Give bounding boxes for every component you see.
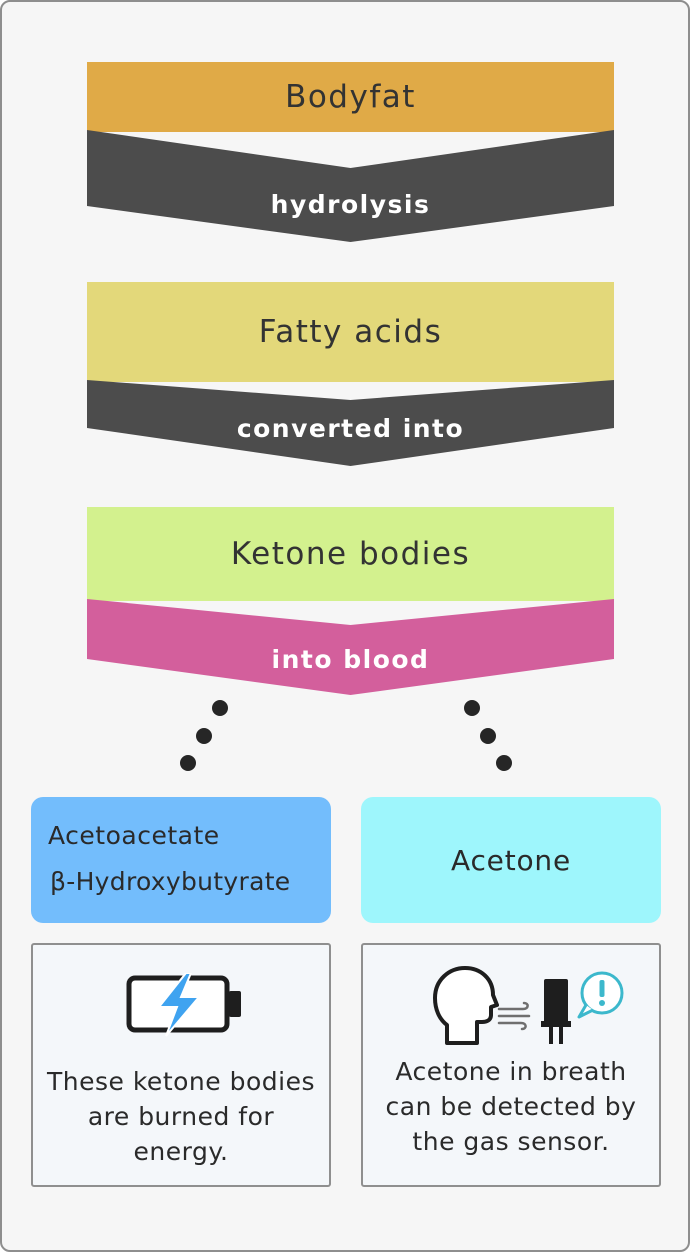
breath-info-panel: Acetone in breath can be detected by the… xyxy=(361,943,661,1187)
energy-description-line-3: energy. xyxy=(133,1137,229,1166)
stage-bodyfat: Bodyfat hydrolysis xyxy=(87,62,614,244)
stage-fatty-acids-arrow-label: converted into xyxy=(236,414,465,443)
stage-bodyfat-arrow-label: hydrolysis xyxy=(270,190,431,219)
ketone-type-hydroxybutyrate: β-Hydroxybutyrate xyxy=(50,867,291,896)
connector-dot-right-2 xyxy=(480,728,496,744)
head-profile-icon xyxy=(433,966,499,1045)
energy-description: These ketone bodies are burned for energ… xyxy=(33,1064,329,1169)
connector-dot-left-2 xyxy=(196,728,212,744)
stage-bodyfat-band: Bodyfat xyxy=(87,62,614,132)
stage-fatty-acids-label: Fatty acids xyxy=(258,314,443,350)
stage-fatty-acids-arrow xyxy=(87,380,614,466)
stage-fatty-acids-band: Fatty acids xyxy=(87,282,614,382)
energy-description-line-1: These ketone bodies xyxy=(47,1067,315,1096)
connector-dot-right-1 xyxy=(464,700,480,716)
gas-sensor-icon xyxy=(541,979,571,1044)
breath-description-line-2: can be detected by xyxy=(385,1092,637,1121)
stage-ketone-bodies-band: Ketone bodies xyxy=(87,507,614,601)
breath-description: Acetone in breath can be detected by the… xyxy=(363,1054,659,1159)
breath-description-line-1: Acetone in breath xyxy=(395,1057,627,1086)
stage-ketone-bodies: Ketone bodies into blood xyxy=(87,507,614,697)
alert-bubble-icon xyxy=(577,971,624,1019)
stage-bodyfat-label: Bodyfat xyxy=(285,79,416,115)
energy-description-line-2: are burned for xyxy=(87,1102,275,1131)
connector-dot-right-3 xyxy=(496,755,512,771)
breath-air-icon xyxy=(497,1001,531,1031)
stage-ketone-bodies-arrow xyxy=(87,599,614,695)
acetone-label: Acetone xyxy=(451,843,571,877)
stage-ketone-bodies-label: Ketone bodies xyxy=(230,536,471,572)
connector-dot-left-1 xyxy=(212,700,228,716)
breath-description-line-3: the gas sensor. xyxy=(412,1127,610,1156)
battery-charging-icon xyxy=(126,973,241,1037)
ketone-types-box: Acetoacetate β-Hydroxybutyrate xyxy=(31,797,331,923)
stage-ketone-bodies-arrow-label: into blood xyxy=(271,645,430,674)
stage-bodyfat-arrow xyxy=(87,130,614,242)
energy-info-panel: These ketone bodies are burned for energ… xyxy=(31,943,331,1187)
ketone-type-acetoacetate: Acetoacetate xyxy=(48,821,220,850)
connector-dot-left-3 xyxy=(180,755,196,771)
acetone-box: Acetone xyxy=(361,797,661,923)
stage-fatty-acids: Fatty acids converted into xyxy=(87,282,614,468)
